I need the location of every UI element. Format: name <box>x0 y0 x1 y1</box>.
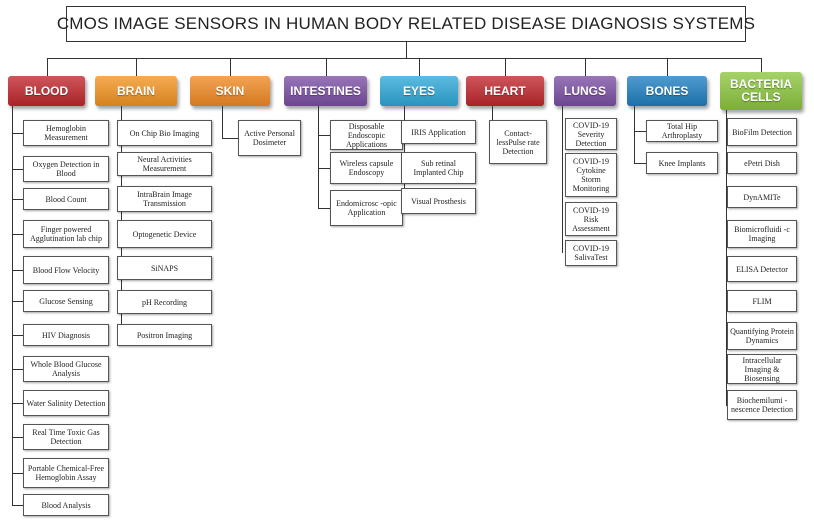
category-bus-line <box>46 58 762 59</box>
item-brain: Positron Imaging <box>117 324 212 346</box>
branch-line-intestines <box>318 106 319 208</box>
category-lungs: LUNGS <box>554 76 616 106</box>
item-bacteria-cells: ELISA Detector <box>727 256 797 282</box>
item-brain: IntraBrain Image Transmission <box>117 186 212 212</box>
branch-tick <box>12 473 23 474</box>
item-eyes: Sub retinal Implanted Chip <box>401 152 476 184</box>
item-bacteria-cells: Biochemilumi -nescence Detection <box>727 390 797 420</box>
item-lungs: COVID-19 SalivaTest <box>565 240 617 266</box>
diagram-title: CMOS IMAGE SENSORS IN HUMAN BODY RELATED… <box>57 6 755 42</box>
item-blood: Blood Count <box>23 188 109 210</box>
item-brain: pH Recording <box>117 290 212 314</box>
item-bones: Knee Implants <box>646 152 718 174</box>
item-lungs: COVID-19 Severity Detection <box>565 118 617 150</box>
branch-line-bones <box>634 106 635 163</box>
item-intestines: Endomicrosc -opic Application <box>330 190 403 226</box>
item-bacteria-cells: FLIM <box>727 290 797 312</box>
category-drop-line <box>585 58 586 76</box>
item-bacteria-cells: Biomicrofluidi -c Imaging <box>727 220 797 248</box>
item-brain: Optogenetic Device <box>117 220 212 248</box>
branch-tick <box>726 301 727 302</box>
branch-tick <box>222 138 238 139</box>
branch-tick <box>318 135 330 136</box>
branch-tick <box>634 163 646 164</box>
item-blood: Hemoglobin Measurement <box>23 120 109 146</box>
branch-tick <box>726 405 727 406</box>
item-bacteria-cells: Intracellular Imaging & Biosensing <box>727 354 797 384</box>
branch-tick <box>12 301 23 302</box>
branch-tick <box>726 234 727 235</box>
item-bacteria-cells: DynAMITe <box>727 186 797 208</box>
item-brain: On Chip Bio Imaging <box>117 120 212 146</box>
item-intestines: Wireless capsule Endoscopy <box>330 152 403 184</box>
category-drop-line <box>667 58 668 76</box>
category-bones: BONES <box>627 76 707 106</box>
item-heart: Contact-lessPulse rate Detection <box>489 120 547 164</box>
branch-tick <box>12 505 23 506</box>
branch-line-blood <box>12 106 13 505</box>
item-blood: HIV Diagnosis <box>23 324 109 346</box>
branch-tick <box>12 403 23 404</box>
branch-tick <box>726 336 727 337</box>
category-drop-line <box>230 58 231 76</box>
branch-tick <box>726 132 727 133</box>
title-connector-line <box>406 42 407 58</box>
item-brain: Neural Activities Measurement <box>117 152 212 176</box>
branch-line-skin <box>222 106 223 138</box>
branch-tick <box>12 437 23 438</box>
item-brain: SiNAPS <box>117 256 212 280</box>
item-lungs: COVID-19 Risk Assessment <box>565 202 617 236</box>
branch-tick <box>318 208 330 209</box>
item-blood: Blood Flow Velocity <box>23 256 109 284</box>
branch-tick <box>726 369 727 370</box>
item-blood: Water Salinity Detection <box>23 390 109 416</box>
branch-tick <box>726 163 727 164</box>
branch-tick <box>12 169 23 170</box>
branch-tick <box>12 234 23 235</box>
branch-tick <box>634 131 646 132</box>
category-intestines: INTESTINES <box>284 76 367 106</box>
item-eyes: IRIS Application <box>401 120 476 144</box>
item-blood: Real Time Toxic Gas Detection <box>23 424 109 450</box>
item-bones: Total Hip Arthroplasty <box>646 120 718 142</box>
item-lungs: COVID-19 Cytokine Storm Monitoring <box>565 153 617 197</box>
category-drop-line <box>419 58 420 76</box>
category-drop-line <box>505 58 506 76</box>
item-blood: Portable Chemical-Free Hemoglobin Assay <box>23 458 109 488</box>
category-blood: BLOOD <box>8 76 85 106</box>
branch-line-lungs <box>562 106 563 253</box>
item-intestines: Disposable Endoscopic Applications <box>330 120 403 150</box>
item-bacteria-cells: BioFilm Detection <box>727 118 797 146</box>
branch-tick <box>726 269 727 270</box>
item-blood: Whole Blood Glucose Analysis <box>23 356 109 382</box>
category-drop-line <box>136 58 137 76</box>
item-bacteria-cells: ePetri Dish <box>727 152 797 174</box>
category-brain: BRAIN <box>95 76 177 106</box>
category-drop-line <box>46 58 48 76</box>
item-eyes: Visual Prosthesis <box>401 188 476 214</box>
branch-tick <box>318 168 330 169</box>
branch-tick <box>12 369 23 370</box>
branch-tick <box>12 199 23 200</box>
item-blood: Glucose Sensing <box>23 290 109 312</box>
category-eyes: EYES <box>380 76 458 106</box>
category-skin: SKIN <box>190 76 270 106</box>
category-bacteria-cells: BACTERIA CELLS <box>720 72 802 110</box>
item-blood: Blood Analysis <box>23 494 109 516</box>
branch-tick <box>12 133 23 134</box>
item-bacteria-cells: Quantifying Protein Dynamics <box>727 322 797 350</box>
category-drop-line <box>325 58 327 76</box>
item-blood: Oxygen Detection in Blood <box>23 156 109 182</box>
branch-tick <box>726 197 727 198</box>
branch-line-bacteria-cells <box>726 110 727 405</box>
branch-tick <box>12 270 23 271</box>
item-skin: Active Personal Dosimeter <box>238 120 301 156</box>
item-blood: Finger powered Agglutination lab chip <box>23 220 109 248</box>
category-drop-line <box>761 58 762 72</box>
branch-tick <box>12 335 23 336</box>
category-heart: HEART <box>466 76 544 106</box>
